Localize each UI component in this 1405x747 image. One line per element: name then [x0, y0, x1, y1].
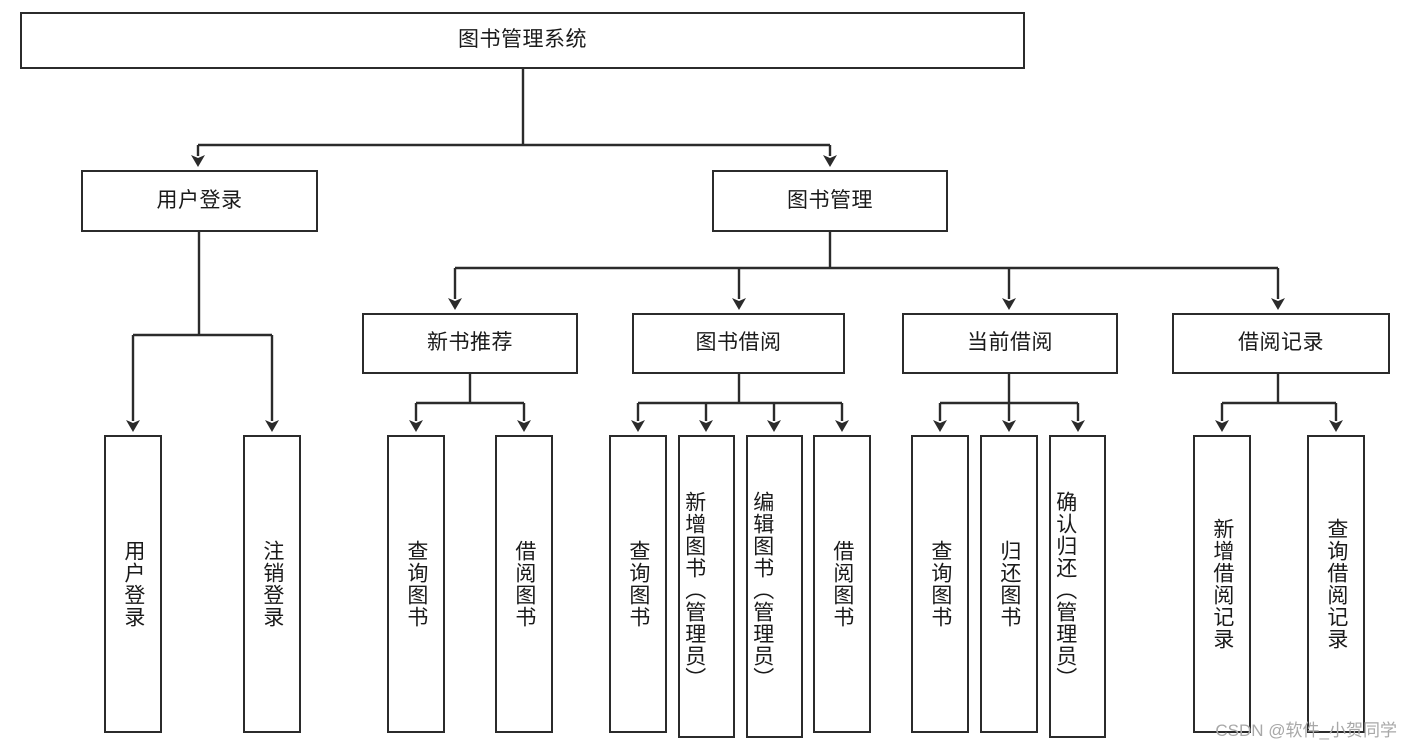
- node-book-management[interactable]: 图书管理: [712, 170, 948, 232]
- node-label: 编辑图书（管理员）: [750, 490, 774, 689]
- leaf-confirm-return-admin[interactable]: 确认归还（管理员）: [1049, 435, 1106, 738]
- node-label: 新增借阅记录: [1210, 518, 1234, 650]
- node-label: 图书借阅: [695, 331, 782, 355]
- leaf-query-book-current[interactable]: 查询图书: [911, 435, 969, 733]
- node-new-book-recommend[interactable]: 新书推荐: [362, 313, 578, 374]
- leaf-add-book-admin[interactable]: 新增图书（管理员）: [678, 435, 735, 738]
- watermark: CSDN @软件_小贺同学: [1215, 721, 1397, 740]
- node-label: 借阅图书: [830, 540, 854, 628]
- node-label: 注销登录: [260, 540, 284, 628]
- node-user-login[interactable]: 用户登录: [81, 170, 318, 232]
- leaf-query-borrow-record[interactable]: 查询借阅记录: [1307, 435, 1365, 733]
- node-label: 新书推荐: [427, 331, 513, 355]
- leaf-edit-book-admin[interactable]: 编辑图书（管理员）: [746, 435, 803, 738]
- node-label: 借阅记录: [1238, 331, 1324, 355]
- node-label: 用户登录: [156, 188, 243, 212]
- node-label: 查询图书: [928, 540, 952, 628]
- leaf-add-borrow-record[interactable]: 新增借阅记录: [1193, 435, 1251, 733]
- leaf-query-book-recommend[interactable]: 查询图书: [387, 435, 445, 733]
- node-borrow-record[interactable]: 借阅记录: [1172, 313, 1390, 374]
- node-label: 借阅图书: [512, 540, 536, 628]
- leaf-borrow-book[interactable]: 借阅图书: [813, 435, 871, 733]
- node-label: 当前借阅: [967, 331, 1053, 355]
- leaf-logout-login[interactable]: 注销登录: [243, 435, 301, 733]
- node-label: 图书管理系统: [458, 28, 587, 52]
- leaf-borrow-book-recommend[interactable]: 借阅图书: [495, 435, 553, 733]
- node-label: 新增图书（管理员）: [682, 490, 706, 689]
- node-book-borrow[interactable]: 图书借阅: [632, 313, 845, 374]
- leaf-query-book-borrow[interactable]: 查询图书: [609, 435, 667, 733]
- leaf-return-book[interactable]: 归还图书: [980, 435, 1038, 733]
- node-label: 确认归还（管理员）: [1053, 490, 1077, 689]
- node-label: 图书管理: [787, 188, 873, 212]
- node-current-borrow[interactable]: 当前借阅: [902, 313, 1118, 374]
- node-label: 用户登录: [121, 540, 145, 628]
- node-label: 归还图书: [997, 540, 1021, 628]
- node-label: 查询图书: [626, 540, 650, 628]
- node-label: 查询图书: [404, 540, 428, 628]
- node-root-book-management-system[interactable]: 图书管理系统: [20, 12, 1025, 69]
- node-label: 查询借阅记录: [1324, 518, 1348, 650]
- leaf-user-login[interactable]: 用户登录: [104, 435, 162, 733]
